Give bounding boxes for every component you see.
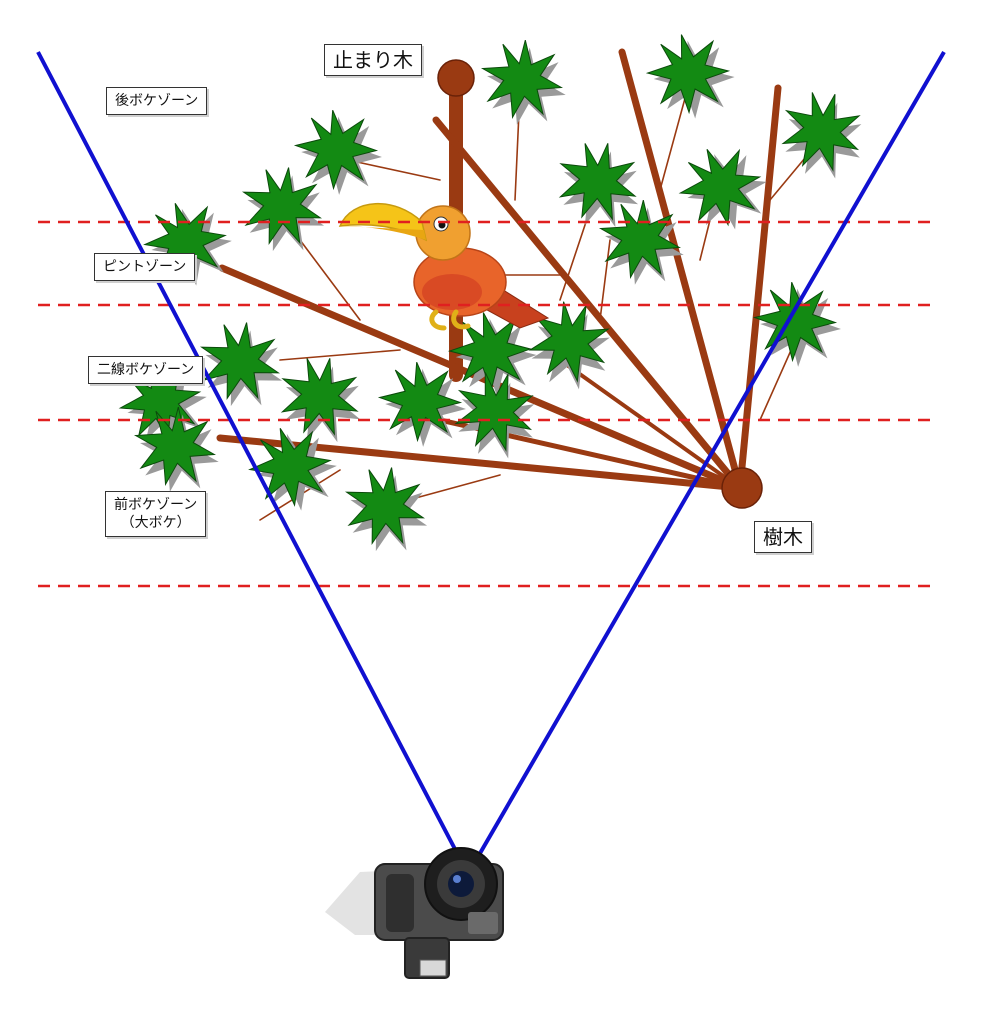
leaf-icon — [292, 106, 385, 198]
leaf-icon — [338, 460, 435, 560]
leaf-icon — [193, 315, 290, 415]
zone-focus-label: ピントゾーン — [94, 253, 196, 281]
field-of-view — [36, 50, 946, 876]
branch — [618, 48, 744, 492]
branch — [558, 358, 742, 490]
tree-base-knob — [721, 467, 763, 509]
leaf-icon — [478, 36, 570, 129]
camera-icon — [325, 847, 504, 979]
branch — [736, 84, 782, 492]
twig — [299, 239, 361, 321]
perch-label: 止まり木 — [324, 44, 422, 76]
leaf-icon — [641, 27, 741, 125]
twig — [279, 349, 401, 361]
leaf-icon — [770, 80, 875, 190]
tree-label: 樹木 — [754, 521, 812, 553]
zone-front-label: 前ボケゾーン （大ボケ） — [105, 491, 207, 537]
zone-back-label: 後ボケゾーン — [106, 87, 208, 115]
twig — [347, 159, 441, 181]
twig — [599, 239, 611, 321]
view-line-left — [36, 51, 470, 875]
view-line-right — [466, 50, 946, 876]
bird-icon — [338, 202, 550, 331]
zone-dividers — [38, 220, 930, 588]
zone-line2-label: 二線ボケゾーン — [88, 356, 204, 384]
perch-knob — [437, 59, 475, 97]
